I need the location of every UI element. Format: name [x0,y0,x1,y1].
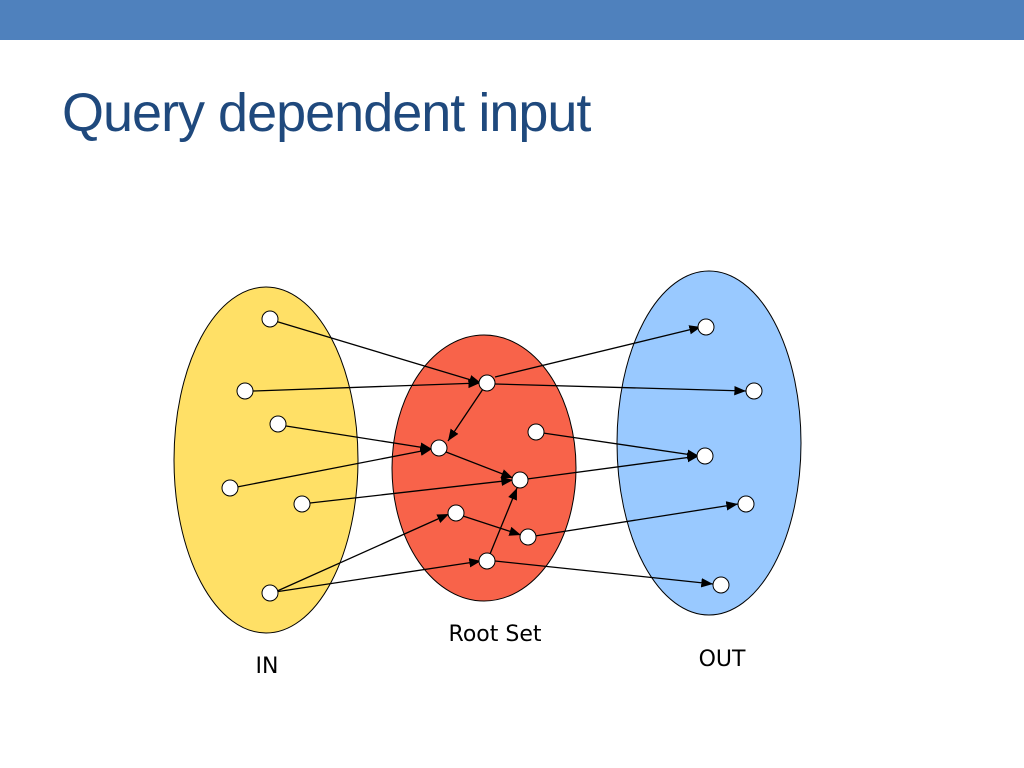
edge [236,446,433,488]
node-in [261,310,279,328]
node-in [236,382,254,400]
edge [489,487,518,555]
edge [445,451,514,479]
edge [252,378,481,392]
edge [494,560,714,588]
node-in [261,584,279,602]
node-out [696,447,714,465]
edge [274,558,482,593]
top-accent-bar [0,0,1024,40]
edges [236,320,747,593]
node-in [221,479,239,497]
out-set-label: OUT [699,647,746,672]
node-in [269,415,287,433]
edge [462,515,522,536]
node-root [430,439,448,457]
node-in [293,495,311,513]
edge [542,432,700,459]
out-set-ellipse [616,270,802,616]
edge [494,325,702,378]
node-root [478,552,496,570]
node-root [519,528,537,546]
node-root [478,374,496,392]
in-set-label: IN [256,654,279,679]
edge [494,383,747,396]
edge [285,425,433,452]
in-set-ellipse [173,286,359,634]
edge [534,501,739,537]
root-set-label: Root Set [449,622,542,647]
slide-title: Query dependent input [62,83,591,143]
edge [274,320,482,385]
nodes [221,310,763,602]
edge [447,388,484,442]
node-out [745,382,763,400]
node-out [712,576,730,594]
node-root [511,471,529,489]
node-out [737,495,755,513]
edge [309,476,514,504]
node-out [697,318,715,336]
edge [526,452,700,480]
node-root [527,423,545,441]
node-root [447,504,465,522]
edge [274,513,450,593]
